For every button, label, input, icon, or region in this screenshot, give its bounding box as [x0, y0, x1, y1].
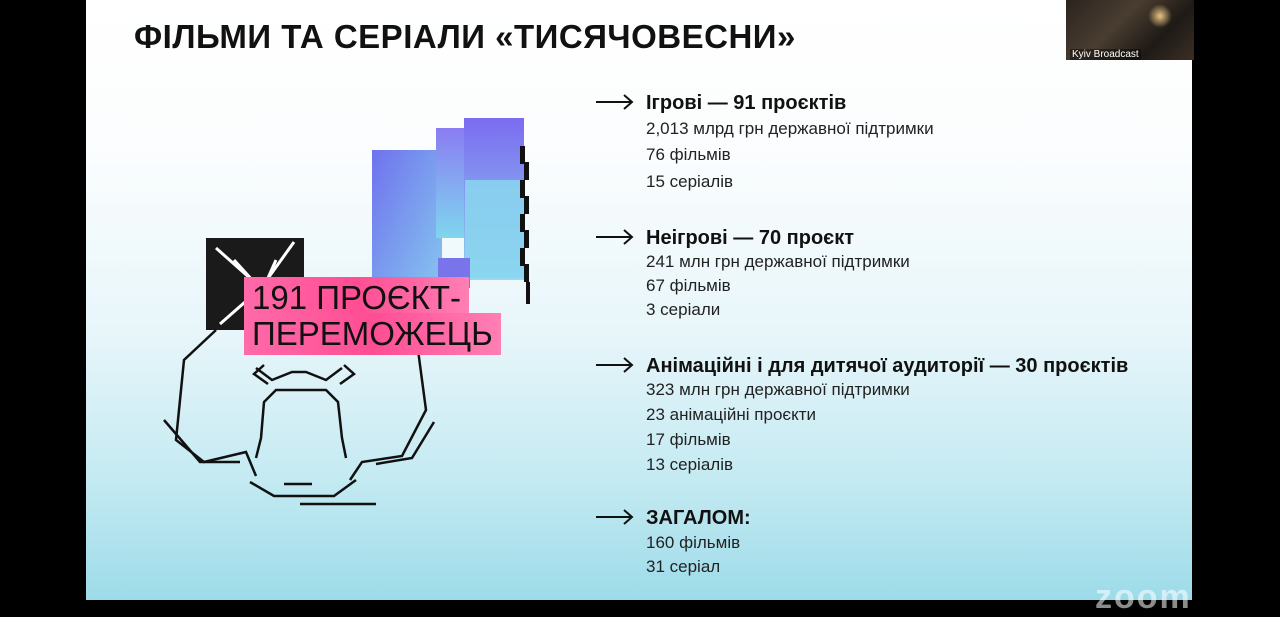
winner-badge-line-1: 191 ПРОЄКТ- — [244, 277, 469, 319]
section-heading: Ігрові — 91 проєктів — [646, 92, 847, 114]
slide-title: ФІЛЬМИ ТА СЕРІАЛИ «ТИСЯЧОВЕСНИ» — [134, 18, 796, 55]
tiger-illustration — [163, 118, 530, 506]
right-arrow-icon — [596, 509, 634, 525]
section-line: 31 серіал — [646, 557, 721, 576]
participant-video-thumbnail[interactable]: Kyiv Broadcast — [1066, 0, 1194, 60]
right-arrow-icon — [596, 94, 634, 110]
zoom-watermark: zoom — [1095, 578, 1192, 616]
section-line: 323 млн грн державної підтримки — [646, 380, 910, 399]
section-line: 241 млн грн державної підтримки — [646, 252, 910, 271]
section-heading: Анімаційні і для дитячої аудиторії — 30 … — [646, 355, 1129, 377]
presentation-slide: ФІЛЬМИ ТА СЕРІАЛИ «ТИСЯЧОВЕСНИ» — [86, 0, 1192, 600]
section-line: 76 фільмів — [646, 145, 731, 164]
section-line: 17 фільмів — [646, 430, 731, 449]
participant-name-label: Kyiv Broadcast — [1070, 49, 1141, 60]
section-line: 23 анімаційні проєкти — [646, 405, 816, 424]
section-line: 13 серіалів — [646, 455, 734, 474]
section-line: 67 фільмів — [646, 276, 731, 295]
right-arrow-icon — [596, 229, 634, 245]
section-line: 3 серіали — [646, 300, 721, 319]
video-light — [1148, 4, 1172, 28]
section-line: 160 фільмів — [646, 533, 741, 552]
section-line: 2,013 млрд грн державної підтримки — [646, 119, 934, 138]
section-heading: ЗАГАЛОМ: — [646, 507, 751, 529]
right-arrow-icon — [596, 357, 634, 373]
winner-badge-line-2: ПЕРЕМОЖЕЦЬ — [244, 313, 501, 355]
section-heading: Неігрові — 70 проєкт — [646, 227, 855, 249]
section-line: 15 серіалів — [646, 172, 734, 191]
